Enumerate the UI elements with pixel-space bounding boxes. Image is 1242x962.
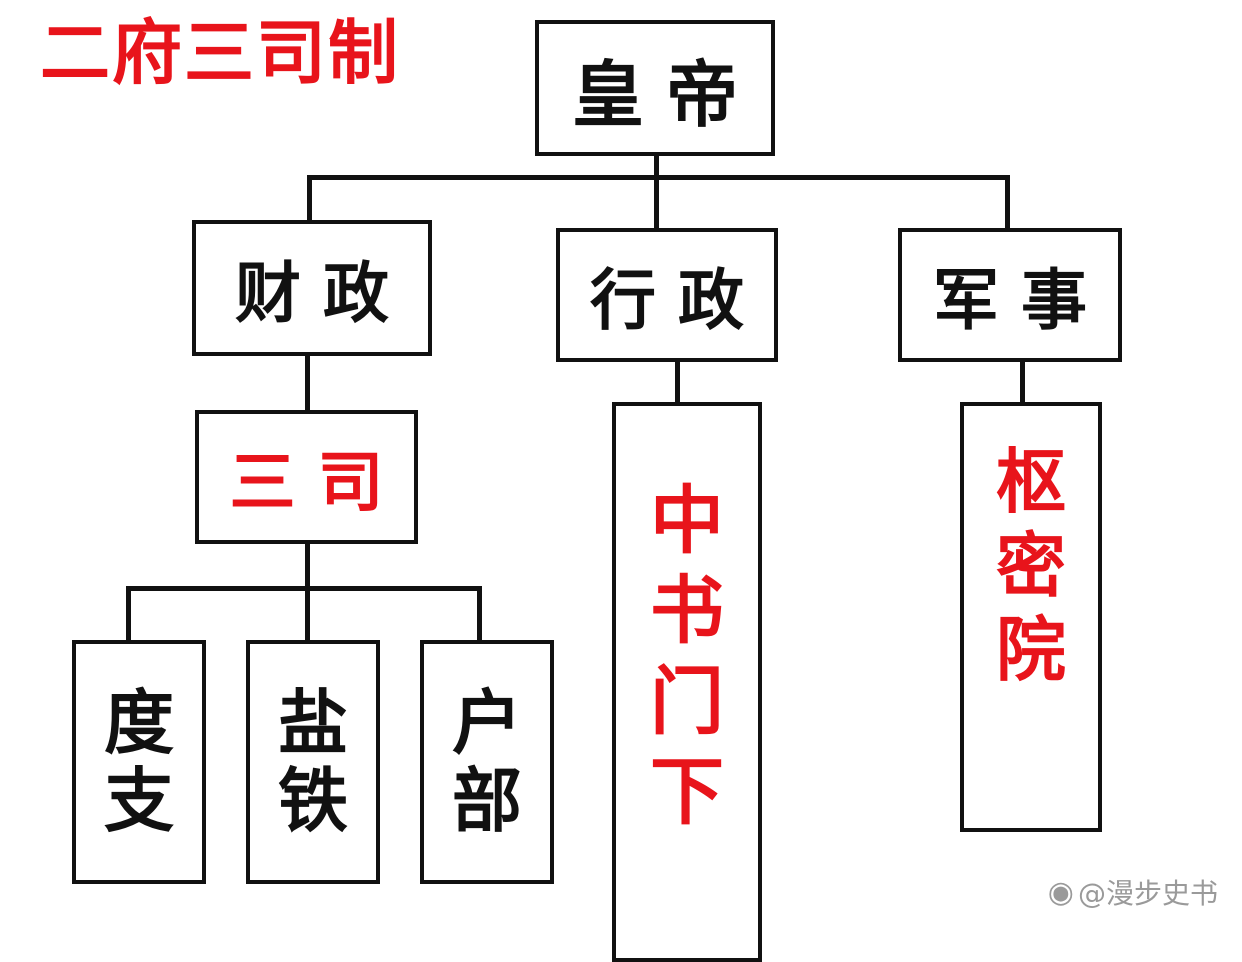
connector-to-military: [1005, 175, 1010, 231]
node-duzhi-char: 度: [104, 680, 174, 764]
connector-finance-to-sansi: [305, 354, 310, 412]
node-military-label: 军事: [933, 261, 1109, 339]
node-yantie-char: 铁: [278, 759, 348, 842]
node-duzhi-char: 支: [104, 759, 174, 842]
connector-to-administration: [654, 175, 659, 231]
connector-military-to-shumi: [1020, 360, 1025, 404]
connector-emperor-down: [654, 152, 659, 180]
weibo-logo-icon: ◉: [1047, 874, 1074, 910]
connector-to-finance: [307, 175, 312, 223]
watermark: ◉ @漫步史书: [1048, 872, 1218, 912]
node-zhongshumenxia-char: 下: [650, 748, 724, 835]
node-zhongshumenxia-char: 中: [650, 478, 724, 564]
node-shumiyuan-char: 院: [996, 608, 1066, 691]
diagram-title: 二府三司制: [40, 12, 400, 94]
connector-admin-to-zhongshu: [675, 360, 680, 404]
node-duzhi: 度 支: [72, 640, 206, 884]
watermark-text: @漫步史书: [1077, 877, 1218, 910]
node-finance: 财政: [192, 220, 432, 356]
node-sansi-label: 三司: [229, 443, 406, 521]
node-administration-label: 行政: [590, 261, 766, 339]
node-military: 军事: [898, 228, 1122, 362]
connector-to-hubu: [477, 586, 482, 642]
node-hubu: 户 部: [420, 640, 554, 884]
node-emperor-label: 皇帝: [571, 51, 760, 137]
node-shumiyuan-char: 枢: [996, 440, 1066, 523]
node-administration: 行政: [556, 228, 778, 362]
node-emperor: 皇帝: [535, 20, 775, 156]
node-yantie-char: 盐: [278, 680, 348, 764]
connector-sansi-horizontal: [126, 586, 482, 591]
node-zhongshumenxia-char: 门: [650, 658, 724, 745]
node-shumiyuan: 枢 密 院: [960, 402, 1102, 832]
node-shumiyuan-char: 密: [996, 524, 1066, 607]
node-zhongshumenxia-char: 书: [650, 568, 724, 655]
node-hubu-char: 部: [452, 759, 522, 842]
connector-to-yantie: [305, 586, 310, 642]
connector-to-duzhi: [126, 586, 131, 642]
node-yantie: 盐 铁: [246, 640, 380, 884]
node-sansi: 三司: [195, 410, 418, 544]
node-finance-label: 财政: [235, 254, 411, 332]
connector-sansi-down: [305, 542, 310, 589]
node-hubu-char: 户: [452, 680, 522, 764]
node-zhongshumenxia: 中 书 门 下: [612, 402, 762, 962]
